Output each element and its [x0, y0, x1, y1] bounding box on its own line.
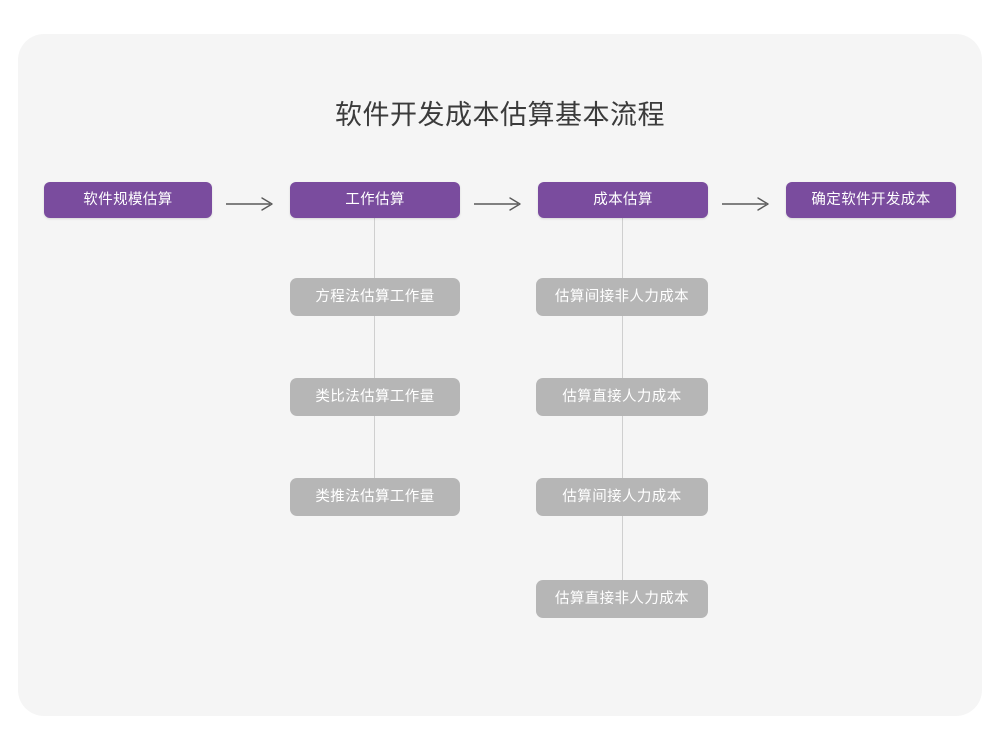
arrow-right-icon-2 [473, 194, 527, 214]
flow-step-work-estimation[interactable]: 工作估算 [290, 182, 460, 218]
flow-step-determine-development-cost[interactable]: 确定软件开发成本 [786, 182, 956, 218]
page-title: 软件开发成本估算基本流程 [335, 100, 665, 130]
flow-step-software-scale-estimation[interactable]: 软件规模估算 [44, 182, 212, 218]
connector-line-work-column [374, 218, 375, 498]
diagram-card [18, 34, 982, 716]
flow-step-cost-estimation[interactable]: 成本估算 [538, 182, 708, 218]
sub-node-work-analogy-method[interactable]: 类比法估算工作量 [290, 378, 460, 416]
arrow-right-icon-3 [721, 194, 775, 214]
sub-node-cost-indirect-nonlabor[interactable]: 估算间接非人力成本 [536, 278, 708, 316]
sub-node-cost-indirect-labor[interactable]: 估算间接人力成本 [536, 478, 708, 516]
sub-node-work-equation-method[interactable]: 方程法估算工作量 [290, 278, 460, 316]
arrow-right-icon-1 [225, 194, 279, 214]
sub-node-cost-direct-nonlabor[interactable]: 估算直接非人力成本 [536, 580, 708, 618]
sub-node-cost-direct-labor[interactable]: 估算直接人力成本 [536, 378, 708, 416]
sub-node-work-inference-method[interactable]: 类推法估算工作量 [290, 478, 460, 516]
